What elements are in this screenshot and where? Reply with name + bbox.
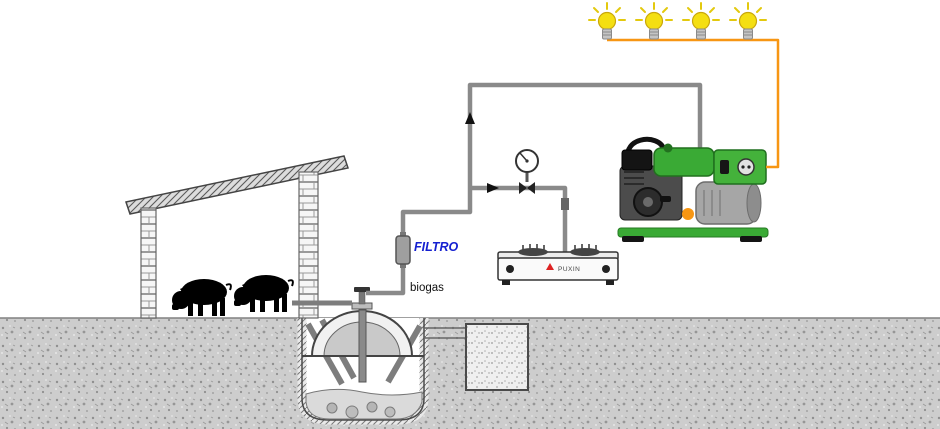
- biogas-valve: [354, 287, 370, 305]
- light-bulbs: [588, 2, 767, 40]
- stove-brand-label: PUXIN: [558, 266, 580, 273]
- stove-knob: [506, 265, 514, 273]
- pressure-gauge: [515, 149, 539, 182]
- pig: [234, 275, 294, 312]
- coupling: [682, 208, 694, 220]
- filter-label: FILTRO: [414, 240, 458, 254]
- light-bulb-icon: [682, 2, 720, 40]
- flame-logo-icon: [546, 263, 554, 270]
- effluent-tank: [465, 323, 529, 391]
- fuel-cap: [663, 143, 673, 153]
- pipe-coupling: [561, 198, 569, 210]
- pig-shed: [125, 155, 349, 319]
- pig: [172, 279, 232, 316]
- up-arrow-icon: [465, 112, 475, 124]
- gas-stove: PUXIN: [497, 244, 619, 285]
- fuel-tank: [653, 147, 715, 177]
- generator-skid: [617, 227, 769, 238]
- shutoff-valve: [519, 182, 535, 194]
- shed-wall-right: [298, 171, 319, 319]
- filter-to-dome-pipe: [366, 264, 406, 296]
- biodigester: [297, 287, 529, 425]
- dome-center-pipe: [358, 309, 367, 383]
- shed-pillar-left: [140, 207, 157, 319]
- pigs: [172, 275, 294, 316]
- digester-slurry: [305, 388, 423, 420]
- power-wire: [607, 38, 780, 169]
- light-bulb-icon: [729, 2, 767, 40]
- generator: [617, 136, 769, 242]
- main-gas-pipe: [400, 82, 703, 236]
- burner: [570, 244, 600, 256]
- power-outlet: [737, 158, 755, 176]
- air-filter: [621, 149, 653, 171]
- biogas-label: biogas: [410, 282, 444, 294]
- flow-arrows: [465, 112, 499, 193]
- power-switch: [720, 160, 729, 174]
- stove-branch-pipe: [470, 185, 568, 252]
- gas-filter: [395, 232, 411, 268]
- stove-knob: [602, 265, 610, 273]
- light-bulb-icon: [635, 2, 673, 40]
- light-bulb-icon: [588, 2, 626, 40]
- effluent-channel: [424, 327, 466, 339]
- gas-dome: [302, 302, 424, 383]
- right-arrow-icon: [487, 183, 499, 193]
- shed-roof: [125, 155, 349, 215]
- burner: [518, 244, 548, 256]
- gas-piping: [366, 82, 703, 296]
